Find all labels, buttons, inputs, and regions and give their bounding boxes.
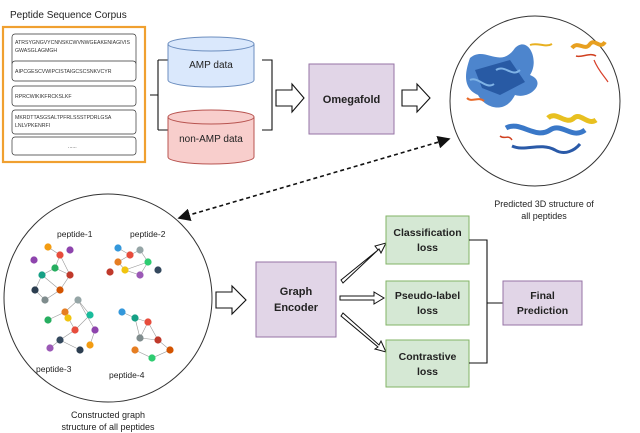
final-prediction-box	[502, 280, 583, 326]
non-amp-database: non-AMP data	[167, 109, 255, 165]
peptide-1-label: peptide-1	[57, 229, 93, 239]
non-amp-label: non-AMP data	[179, 134, 243, 145]
omegafold-box	[308, 63, 395, 135]
predicted-caption-line1: Predicted 3D structure of	[494, 199, 594, 209]
protein-structure-small-helix	[570, 40, 609, 83]
sequence-line: LNLVPKENRFI	[15, 123, 50, 129]
arrow-to-encoder	[215, 284, 247, 316]
protein-structure-large	[466, 43, 553, 108]
sequence-line: ATRSYGNGVYCNNSKCWVNWGEAKENIAGIVIS	[15, 40, 130, 46]
encoder-to-loss-arrows	[339, 242, 387, 353]
corpus-bracket	[150, 59, 168, 131]
peptide-3-label: peptide-3	[36, 364, 72, 374]
corpus-title: Peptide Sequence Corpus	[10, 10, 127, 21]
graph-encoder-line1: Graph	[280, 286, 313, 298]
predicted-caption-line2: all peptides	[521, 211, 567, 221]
db-bracket	[262, 59, 273, 131]
amp-database: AMP data	[167, 36, 255, 88]
graph-nodes	[30, 243, 174, 362]
classification-loss-line1: Classification	[393, 227, 461, 239]
contrastive-loss-line1: Contrastive	[399, 351, 457, 363]
sequence-line: RPRCWIKIKFRCKSLKF	[15, 94, 72, 100]
sequence-box	[11, 109, 137, 135]
structure-to-graph-link	[177, 136, 451, 221]
pseudo-label-loss-box	[385, 280, 470, 326]
classification-loss-box	[385, 215, 470, 265]
graph-encoder-box	[255, 261, 337, 338]
peptide-2-label: peptide-2	[130, 229, 166, 239]
graph-encoder-line2: Encoder	[274, 302, 319, 314]
pseudo-label-loss-line2: loss	[417, 305, 438, 317]
arrow-to-omegafold	[275, 82, 305, 114]
graph-structure-circle	[3, 193, 213, 403]
sequence-box	[11, 85, 137, 107]
sequence-box	[11, 60, 137, 82]
sequence-box	[11, 136, 137, 156]
final-prediction-line1: Final	[530, 290, 555, 302]
loss-bracket	[469, 239, 503, 364]
classification-loss-line2: loss	[417, 242, 438, 254]
sequence-ellipsis: ......	[68, 144, 77, 150]
contrastive-loss-line2: loss	[417, 366, 438, 378]
protein-structure-mixed	[499, 113, 598, 154]
arrow-to-structures	[401, 82, 431, 114]
sequence-line: AIPCGESCVWIPCISTAIGCSCSNKVCYR	[15, 69, 112, 75]
sequence-list: ATRSYGNGVYCNNSKCWVNWGEAKENIAGIVIS GWASGL…	[11, 33, 137, 156]
pseudo-label-loss-line1: Pseudo-label	[395, 290, 460, 302]
amp-label: AMP data	[189, 60, 233, 71]
graph-caption-line1: Constructed graph	[71, 410, 145, 420]
final-prediction-line2: Prediction	[517, 305, 568, 317]
graph-caption-line2: structure of all peptides	[61, 422, 155, 432]
contrastive-loss-box	[385, 339, 470, 388]
sequence-line: GWASGLAGMGH	[15, 48, 57, 54]
omegafold-label: Omegafold	[323, 94, 380, 106]
sequence-line: MKRDTTASGSALTPFRLSSSTPDRLGSA	[15, 115, 112, 121]
peptide-4-label: peptide-4	[109, 370, 145, 380]
